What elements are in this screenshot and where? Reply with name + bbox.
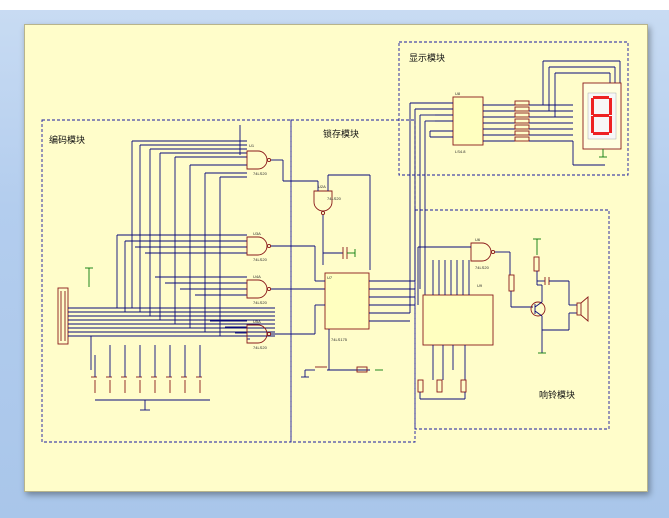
svg-text:LS4.8: LS4.8 [455, 149, 466, 154]
buzzer-module-border [414, 209, 610, 430]
chip-labels: U1 74LS20 U3A 74LS20 U4A 74LS20 U5A 74LS… [249, 91, 490, 350]
chip-u7-latch [314, 246, 415, 334]
svg-text:74LS20: 74LS20 [253, 171, 268, 176]
encoder-module-border [41, 119, 292, 443]
encoder-bus [68, 307, 275, 337]
gate-u4a [246, 279, 325, 299]
seven-segment-display [582, 82, 622, 158]
display-module-label: 显示模块 [409, 54, 446, 64]
svg-text:U1: U1 [249, 143, 255, 148]
svg-text:U5A: U5A [253, 319, 261, 324]
svg-text:U3A: U3A [253, 231, 261, 236]
encoder-verticals [116, 125, 250, 340]
svg-text:74LS175: 74LS175 [331, 337, 348, 342]
svg-text:U7: U7 [327, 275, 333, 280]
buzzer-module-label: 响铃模块 [539, 391, 576, 401]
svg-text:U8: U8 [455, 91, 461, 96]
resistor-pack [57, 267, 93, 345]
gate-u1 [246, 150, 283, 170]
svg-text:74LS20: 74LS20 [253, 345, 268, 350]
reset-switch [301, 329, 383, 378]
svg-text:74LS20: 74LS20 [327, 196, 342, 201]
chip-u8-decoder [409, 96, 515, 313]
encoder-module-label: 编码模块 [49, 136, 86, 146]
timing-components [417, 379, 467, 400]
svg-text:U9: U9 [477, 283, 483, 288]
window-top-strip [0, 0, 669, 10]
latch-module-label: 锁存模块 [323, 130, 360, 140]
gate-u6 [417, 242, 511, 305]
display-module-border [398, 41, 629, 176]
schematic-diagram: .w { stroke:#0a0a7a; stroke-width:0.9; f… [41, 41, 629, 443]
svg-text:74LS20: 74LS20 [253, 300, 268, 305]
switch-row [90, 336, 210, 411]
capacitor-c1 [323, 247, 356, 259]
slide-canvas: .w { stroke:#0a0a7a; stroke-width:0.9; f… [24, 24, 648, 492]
chip-u9-timer [422, 260, 494, 380]
gate-u5a [246, 324, 315, 344]
transistor-and-speaker [508, 238, 589, 354]
gate-u2a [282, 160, 371, 270]
svg-text:74LS20: 74LS20 [253, 257, 268, 262]
svg-text:U2A: U2A [318, 184, 326, 189]
svg-text:U6: U6 [475, 237, 481, 242]
svg-text:74LS20: 74LS20 [475, 265, 490, 270]
svg-text:U4A: U4A [253, 274, 261, 279]
resistor-network-display [514, 60, 621, 166]
gate-u3a [246, 236, 315, 256]
